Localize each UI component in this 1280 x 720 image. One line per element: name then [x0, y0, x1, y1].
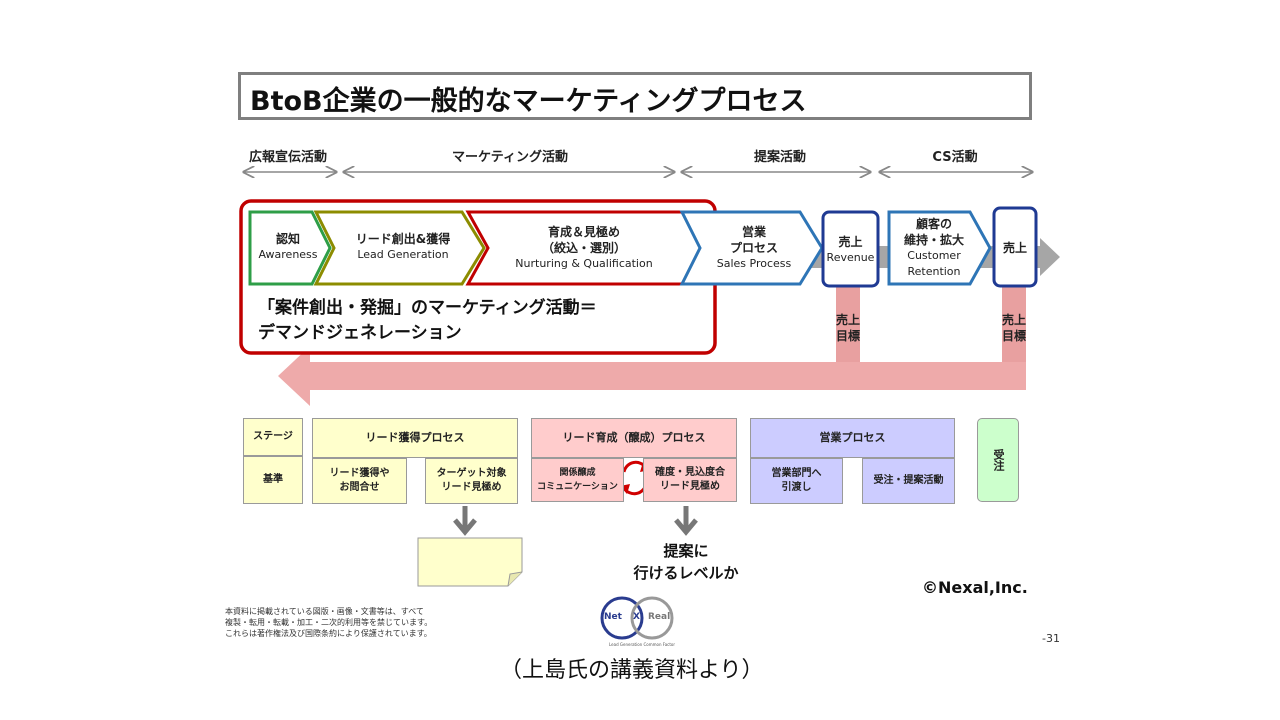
target-label-2: 売上目標 [1001, 313, 1026, 343]
title-box [238, 72, 1032, 120]
chevron-sales [679, 210, 824, 286]
criteria-header-cell: 基準 [243, 456, 303, 504]
caption: （上島氏の講義資料より） [500, 658, 764, 683]
copyright: ©Nexal,Inc. [922, 578, 1028, 597]
page-title: BtoB企業の一般的なマーケティングプロセス [250, 86, 807, 117]
target-bar-2 [1002, 286, 1026, 368]
down-arrow-nurture [674, 506, 698, 536]
order-label: 受注 [992, 449, 1005, 471]
chevron-leadgen [313, 210, 486, 286]
logo-tagline: Lead Generation Common Factor [609, 642, 675, 647]
nurture-criteria-a: 関係醸成 コミュニケーション [531, 458, 624, 502]
target-label-1: 売上目標 [835, 313, 860, 343]
down-arrow-lead [453, 506, 477, 536]
chevron-awareness [248, 210, 332, 286]
logo-icon [600, 596, 674, 640]
sales-stage: 営業プロセス [750, 418, 955, 458]
nurturing-label: 育成＆見極め （絞込・選別） Nurturing & Qualification [515, 225, 653, 270]
chevron-retention [887, 210, 992, 286]
lead-acq-criteria-a: リード獲得や お問合せ [312, 458, 407, 504]
target-bar-1 [836, 286, 860, 368]
revenue-label-2: 売上 [1002, 241, 1027, 255]
pink-return-arrow [278, 346, 1026, 406]
stage-header-cell: ステージ [243, 418, 303, 456]
phase-cs-label: CS活動 [932, 150, 978, 165]
retention-label: 顧客の 維持・拡大 Customer Retention [903, 217, 964, 278]
revenue-box-2 [992, 206, 1038, 288]
sales-process-label: 営業 プロセス Sales Process [716, 225, 792, 270]
proposal-question: 提案に 行けるレベルか [633, 542, 739, 582]
disclaimer: 本資料に掲載されている図版・画像・文書等は、すべて 複製・転用・転載・加工・二次… [225, 607, 433, 638]
awareness-label: 認知 Awareness [258, 232, 318, 261]
sticky-note [417, 537, 523, 587]
nurture-criteria-b: 確度・見込度合 リード見極め [643, 458, 737, 502]
phase-pr-label: 広報宣伝活動 [248, 150, 327, 165]
leadgen-label: リード創出&獲得 Lead Generation [355, 232, 451, 261]
lead-acq-stage: リード獲得プロセス [312, 418, 518, 458]
revenue-label-1: 売上 Revenue [826, 235, 875, 264]
nurture-stage: リード育成（醸成）プロセス [531, 418, 737, 458]
lead-acq-criteria-b: ターゲット対象 リード見極め [425, 458, 518, 504]
demand-gen-text: 「案件創出・発掘」のマーケティング活動＝ デマンドジェネレーション [258, 298, 597, 343]
sales-criteria-a: 営業部門へ 引渡し [750, 458, 843, 504]
sales-criteria-b: 受注・提案活動 [862, 458, 955, 504]
page-number: -31 [1042, 632, 1060, 645]
order-cell: 受注 [977, 418, 1019, 502]
revenue-box-1 [821, 210, 880, 288]
phase-marketing-label: マーケティング活動 [452, 150, 568, 165]
phase-proposal-label: 提案活動 [753, 150, 806, 165]
